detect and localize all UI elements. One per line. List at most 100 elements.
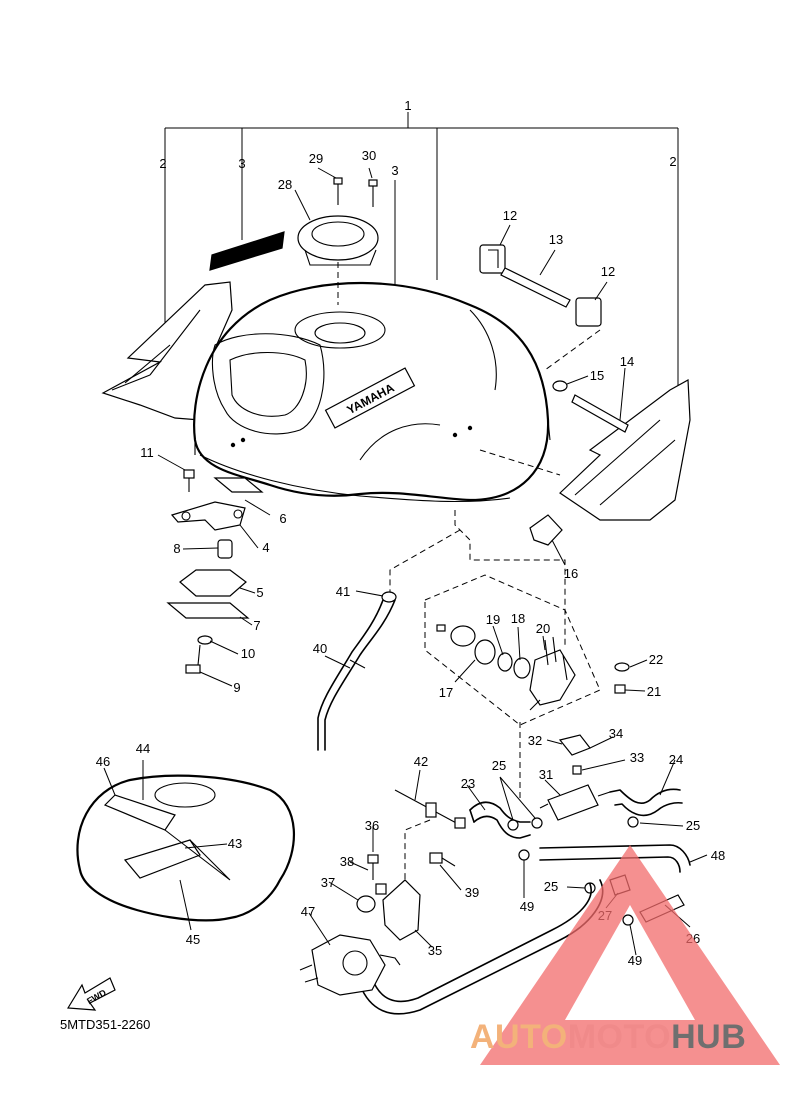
damper-12-left	[479, 244, 506, 274]
bolt-42	[394, 789, 466, 829]
hose-24	[609, 788, 683, 817]
collar-38	[375, 883, 387, 895]
pipe-13	[500, 267, 571, 308]
callout-3: 3	[238, 156, 245, 171]
callout-44: 44	[136, 741, 150, 756]
bolt-39	[429, 852, 456, 867]
bolt-11	[183, 469, 195, 492]
callout-6: 6	[279, 511, 286, 526]
callout-25: 25	[492, 758, 506, 773]
o-ring-19	[497, 652, 513, 672]
watermark-triangle-logo	[480, 845, 780, 1065]
callout-17: 17	[439, 685, 453, 700]
bracket-35	[382, 879, 421, 941]
diagram-code: 5MTD351-2260	[60, 1017, 151, 1032]
watermark-moto: MOTO	[567, 1018, 672, 1056]
plate-7	[166, 602, 250, 619]
callout-2: 2	[159, 156, 166, 171]
callout-16: 16	[564, 566, 578, 581]
callout-21: 21	[647, 684, 661, 699]
screw-33	[572, 765, 582, 775]
leader-lines	[103, 167, 708, 956]
hose-23	[469, 801, 531, 839]
callout-5: 5	[256, 585, 263, 600]
clip-41	[381, 591, 397, 603]
callout-15: 15	[590, 368, 604, 383]
callout-13: 13	[549, 232, 563, 247]
callout-9: 9	[233, 680, 240, 695]
pipe-48	[539, 844, 691, 873]
callout-41: 41	[336, 584, 350, 599]
right-side-cover	[559, 379, 691, 521]
callout-45: 45	[186, 932, 200, 947]
callout-24: 24	[669, 752, 683, 767]
callout-2: 2	[669, 154, 676, 169]
callout-30: 30	[362, 148, 376, 163]
clip-16	[529, 514, 563, 546]
watermark-auto: AUTO	[470, 1018, 568, 1056]
clip-32	[558, 734, 591, 756]
fuel-pump-47	[299, 934, 401, 996]
watermark-brand: AUTOMOTOHUB	[470, 1018, 746, 1057]
callout-19: 19	[486, 612, 500, 627]
callout-36: 36	[365, 818, 379, 833]
callout-43: 43	[228, 836, 242, 851]
bolt-29	[333, 177, 343, 205]
callout-12: 12	[601, 264, 615, 279]
callout-25: 25	[686, 818, 700, 833]
clip-49-right	[622, 914, 634, 926]
damper-5	[179, 569, 247, 597]
bolt-9	[185, 644, 201, 674]
washer-10	[197, 635, 213, 645]
bolt-21	[614, 684, 626, 694]
damper-12-right	[575, 297, 602, 327]
callout-48: 48	[711, 848, 725, 863]
callout-18: 18	[511, 611, 525, 626]
washer-15	[552, 380, 568, 392]
callout-40: 40	[313, 641, 327, 656]
callout-39: 39	[465, 885, 479, 900]
callout-3: 3	[391, 163, 398, 178]
callout-11: 11	[140, 445, 154, 460]
hose-40	[317, 599, 396, 751]
callout-49: 49	[520, 899, 534, 914]
callout-1: 1	[404, 98, 411, 113]
filler-cap	[297, 215, 379, 305]
callout-37: 37	[321, 875, 335, 890]
callout-28: 28	[278, 177, 292, 192]
callout-47: 47	[301, 904, 315, 919]
callout-46: 46	[96, 754, 110, 769]
callout-22: 22	[649, 652, 663, 667]
callout-49: 49	[628, 953, 642, 968]
callout-8: 8	[173, 541, 180, 556]
fuel-cock-assembly-boundary	[424, 574, 601, 726]
assembly-bracket	[164, 112, 679, 390]
bolt-14	[571, 394, 629, 433]
callout-34: 34	[609, 726, 623, 741]
bolt-36	[367, 854, 379, 880]
callout-38: 38	[340, 854, 354, 869]
clip-25-upper	[507, 817, 543, 831]
callout-23: 23	[461, 776, 475, 791]
collar-8	[217, 539, 233, 559]
bracket-4	[170, 501, 246, 531]
callout-32: 32	[528, 733, 542, 748]
strainer-18	[513, 657, 531, 679]
callout-29: 29	[309, 151, 323, 166]
clip-25-right	[627, 816, 639, 828]
callout-12: 12	[503, 208, 517, 223]
red-triangle-icon	[480, 845, 780, 1065]
fuel-cock-20	[529, 636, 576, 711]
callout-35: 35	[428, 943, 442, 958]
callout-42: 42	[414, 754, 428, 769]
forward-arrow-icon: FWD	[66, 977, 116, 1011]
callout-7: 7	[253, 618, 260, 633]
filter-31	[539, 784, 611, 821]
callout-20: 20	[536, 621, 550, 636]
gasket-flange	[436, 624, 496, 665]
callout-25: 25	[544, 879, 558, 894]
bolt-30	[368, 179, 378, 207]
callout-14: 14	[620, 354, 634, 369]
